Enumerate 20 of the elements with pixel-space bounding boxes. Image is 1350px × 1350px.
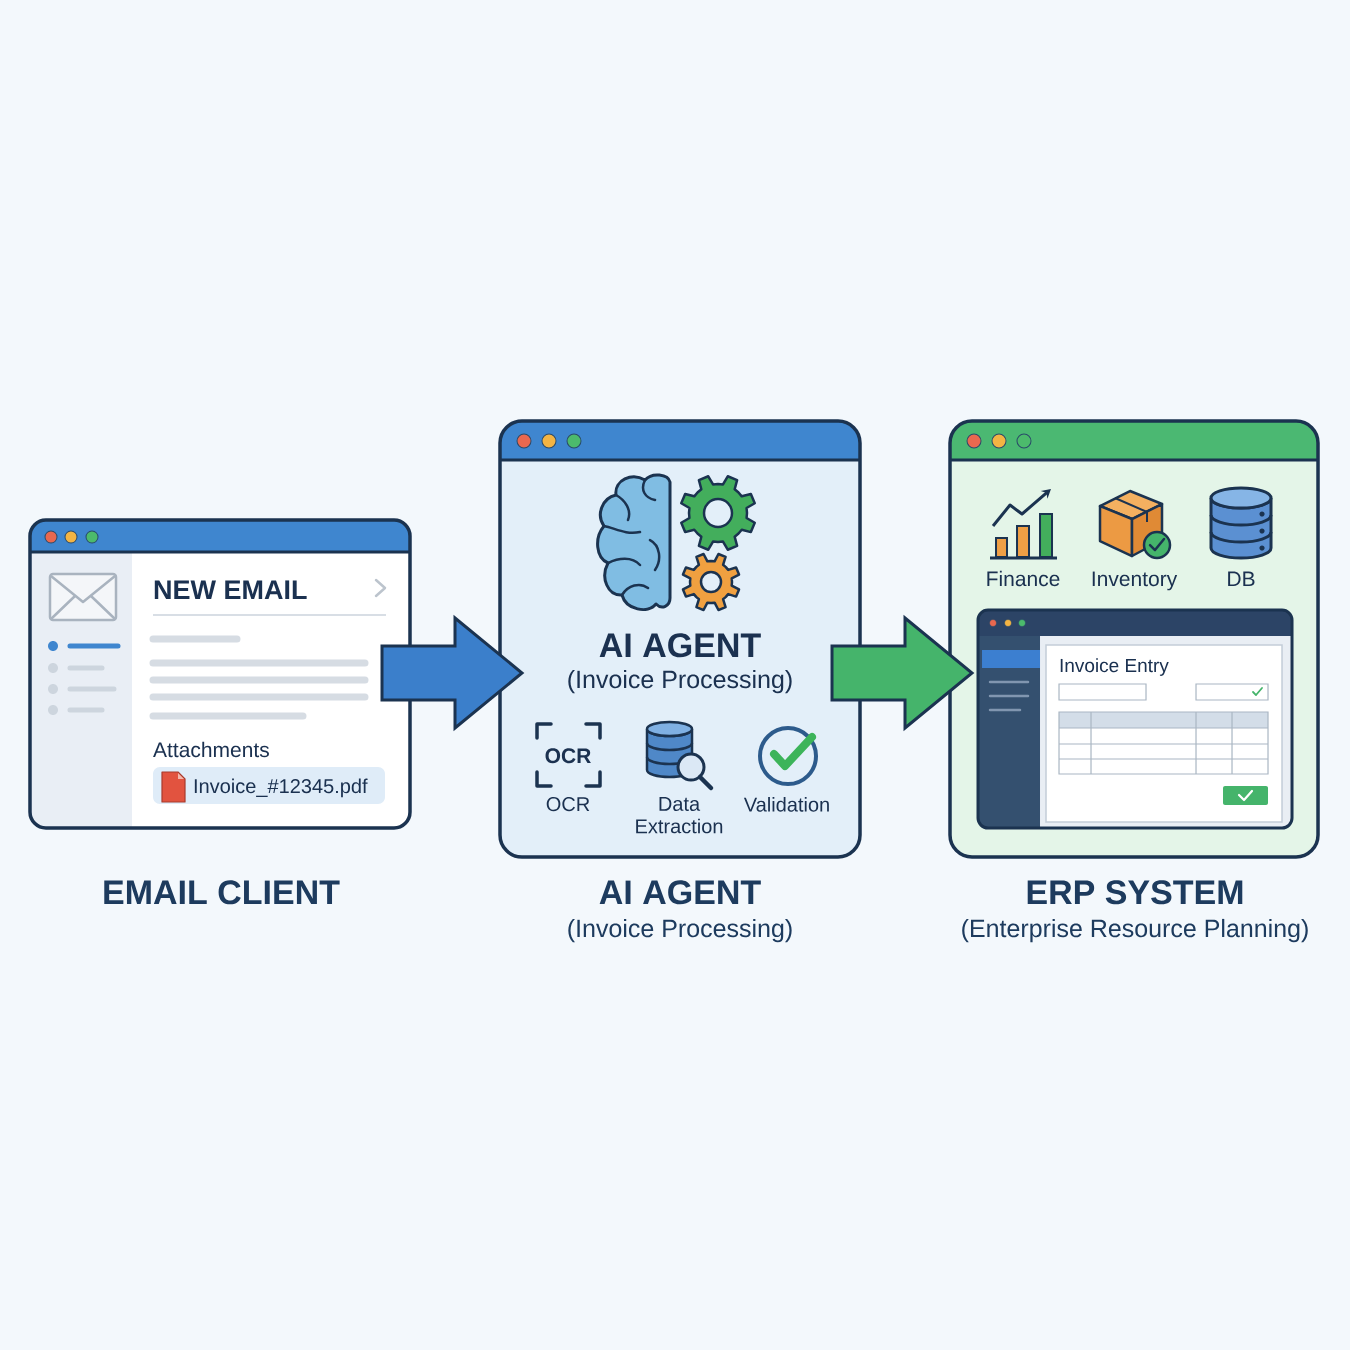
window-sublabel: (Invoice Processing) <box>568 918 792 943</box>
icon-label: OCR <box>546 797 590 812</box>
icon-label: DB <box>1228 571 1255 586</box>
block-arrow <box>380 614 525 732</box>
icon-text: OCR <box>545 748 591 764</box>
block-arrow <box>830 614 975 732</box>
icon-label: Validation <box>743 797 829 812</box>
subtitle: (Invoice Processing) <box>568 669 792 694</box>
window-label: ERP SYSTEM <box>1027 880 1243 905</box>
icon-label: Finance <box>987 570 1060 587</box>
title: AI AGENT <box>599 633 761 658</box>
icon-label: Data Extraction <box>636 797 723 834</box>
heading: NEW EMAIL <box>154 580 307 599</box>
form-title: Invoice Entry <box>1060 658 1169 676</box>
window-label: EMAIL CLIENT <box>104 880 340 905</box>
window-label: AI AGENT <box>599 880 761 905</box>
window-sublabel: (Enterprise Resource Planning) <box>962 918 1308 943</box>
icon-label: Inventory <box>1092 571 1178 591</box>
attachment-chip: Invoice_#12345.pdf <box>153 767 385 804</box>
section-label: Attachments <box>153 741 269 758</box>
